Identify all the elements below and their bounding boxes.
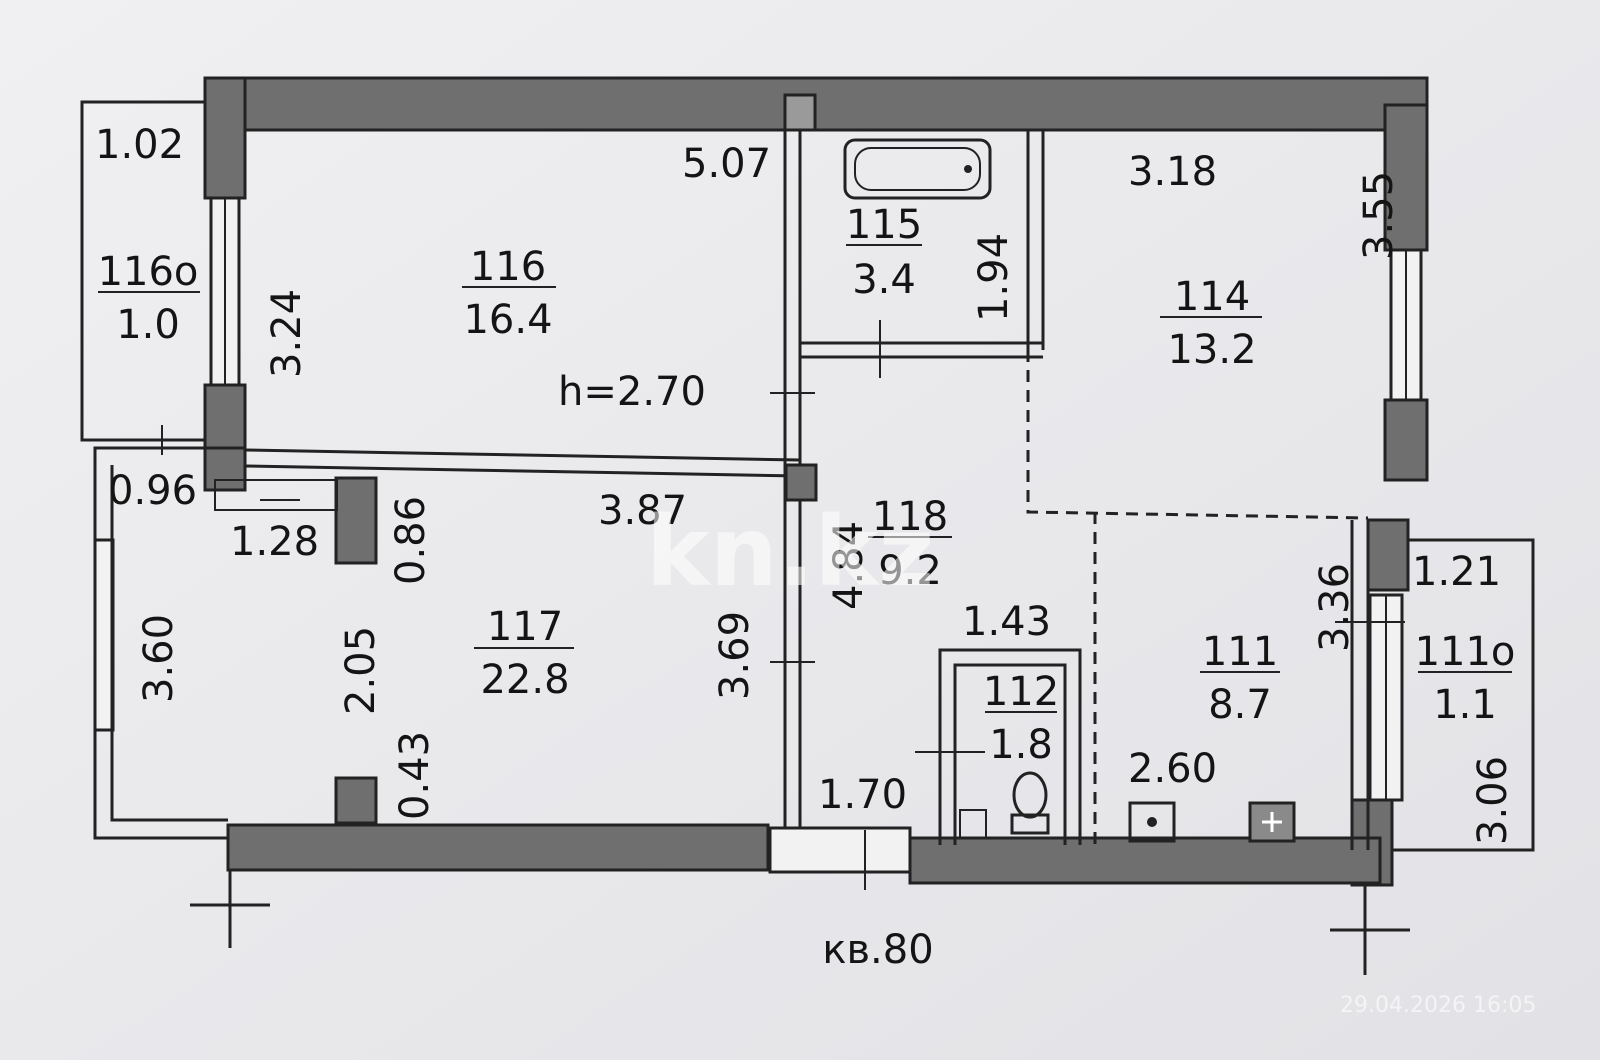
windows [93, 93, 1423, 874]
dimension-label: 5.07 [682, 141, 771, 187]
dimension-labels: 1.02 5.07 3.18 0.96 3.87 1.28 1.21 1.43 … [95, 122, 1501, 818]
room-number: 111о [1415, 629, 1516, 675]
room-111a-label: 111о 1.1 [1415, 629, 1516, 728]
bathtub-icon [843, 138, 992, 200]
room-117-outline [93, 446, 245, 840]
dimension-label: 1.70 [818, 772, 907, 818]
dimension-label: 1.43 [962, 599, 1051, 645]
dimension-label: 3.87 [598, 488, 687, 534]
photo-timestamp: 29.04.2026 16:05 [1340, 993, 1536, 1018]
door-markers [161, 320, 1405, 890]
room-area: 1.8 [989, 722, 1053, 768]
room-116-label: 116 16.4 [462, 244, 556, 343]
apartment-label: кв.80 [822, 927, 933, 973]
dimension-label: 3.69 [712, 611, 758, 700]
room-number: 112 [983, 669, 1059, 715]
dimension-label: 3.55 [1356, 171, 1402, 260]
room-area: 3.4 [852, 257, 916, 303]
dimension-label: 4.84 [826, 521, 872, 610]
vertical-dimension-labels: 3.55 3.24 1.94 0.86 4.84 3.36 3.60 2.05 … [136, 171, 1516, 845]
room-112-label: 112 1.8 [983, 669, 1059, 768]
room-area: 16.4 [463, 297, 552, 343]
room-number: 114 [1174, 274, 1250, 320]
room-area: 1.1 [1433, 682, 1497, 728]
dimension-label: 1.21 [1412, 549, 1501, 595]
dimension-label: 3.18 [1128, 149, 1217, 195]
room-117-label: 117 22.8 [474, 604, 574, 703]
dimension-label: 1.28 [230, 519, 319, 565]
room-number: 111 [1202, 629, 1278, 675]
room-area: 22.8 [480, 657, 569, 703]
sink-icon [1128, 801, 1176, 843]
room-114-label: 114 13.2 [1160, 274, 1262, 373]
toilet-icon [959, 771, 1050, 839]
room-area: 13.2 [1167, 327, 1256, 373]
interior-partitions [214, 130, 1370, 850]
room-111-label: 111 8.7 [1200, 629, 1280, 728]
watermark-logo: kn.kz [646, 496, 934, 608]
dimension-label: 1.02 [95, 122, 184, 168]
room-area: 8.7 [1208, 682, 1272, 728]
room-116a-label: 116о 1.0 [98, 249, 200, 348]
dimension-label: 2.05 [338, 626, 384, 715]
dimension-label: 0.96 [108, 468, 197, 514]
dimension-label: 3.36 [1312, 563, 1358, 652]
ceiling-height-label: h=2.70 [558, 369, 706, 415]
dimension-label: 3.60 [136, 614, 182, 703]
room-area: 9.2 [878, 548, 942, 594]
room-number: 117 [487, 604, 563, 650]
room-number: 116 [470, 244, 546, 290]
room-number: 116о [98, 249, 199, 295]
dimension-label: 0.43 [392, 731, 438, 820]
axis-markers [190, 870, 1410, 975]
room-115-label: 115 3.4 [846, 202, 922, 303]
dimension-label: 1.94 [971, 233, 1017, 322]
room-number: 115 [846, 202, 922, 248]
balcony-left [80, 100, 210, 442]
balcony-right [1375, 538, 1535, 852]
dimension-label: 2.60 [1128, 746, 1217, 792]
room-area: 1.0 [116, 302, 180, 348]
zone-dividers [1026, 350, 1369, 845]
dimension-label: 3.24 [264, 289, 310, 378]
room-number: 118 [872, 494, 948, 540]
exterior-walls [203, 76, 1429, 887]
stove-icon [1248, 801, 1296, 843]
dimension-label: 3.06 [1470, 756, 1516, 845]
room-118-label: 118 9.2 [868, 494, 952, 594]
dimension-label: 0.86 [388, 496, 434, 585]
